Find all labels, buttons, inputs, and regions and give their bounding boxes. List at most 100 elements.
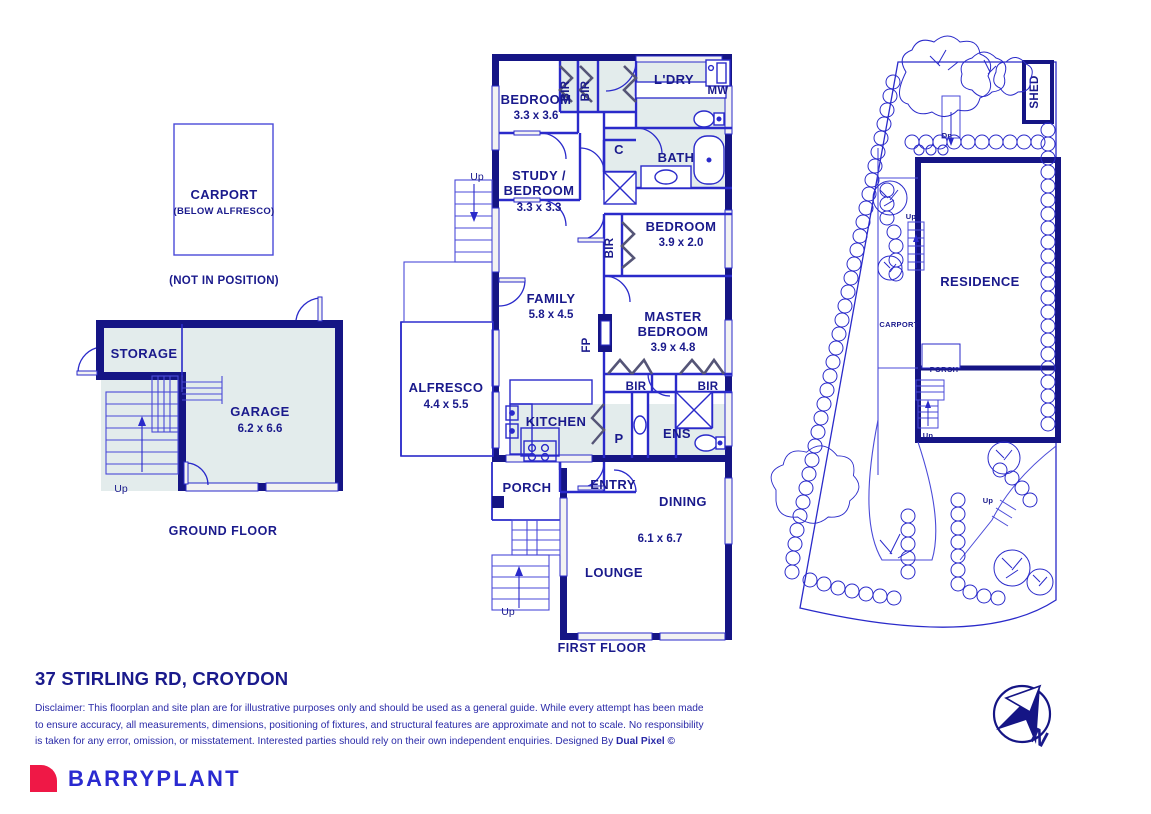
kitchen-fixtures <box>505 379 593 462</box>
first-floor-plan: Up Up <box>400 54 733 655</box>
ground-stair-top-flight <box>182 376 223 404</box>
master-label-2: BEDROOM <box>638 324 709 339</box>
site-path-right <box>959 445 1057 561</box>
bir-label-5: BIR <box>698 381 719 393</box>
site-up-label-3: Up <box>983 496 994 505</box>
bedroom3-label: BEDROOM <box>646 219 717 234</box>
garage-label: GARAGE <box>230 404 289 419</box>
garage-dim: 6.2 x 6.6 <box>238 423 283 435</box>
alfresco-dim: 4.4 x 5.5 <box>424 399 469 411</box>
disclaimer-text: Disclaimer: This floorplan and site plan… <box>35 701 707 751</box>
storage-fill <box>101 324 181 376</box>
hedge-rows <box>784 74 1056 606</box>
first-floor-up-label-2: Up <box>501 606 515 618</box>
lounge-label: LOUNGE <box>585 565 643 580</box>
bath-label: BATH <box>658 150 695 165</box>
door-leaves <box>498 130 605 491</box>
study-label-2: BEDROOM <box>504 183 575 198</box>
carport-outline <box>173 123 274 256</box>
microwave-fixture <box>705 59 731 87</box>
carport-sub: (BELOW ALFRESCO) <box>173 206 274 217</box>
kitchen-label: KITCHEN <box>526 414 587 429</box>
designer-credit: Dual Pixel © <box>616 736 676 747</box>
bir-label-1: BIR <box>560 80 572 101</box>
shed-label: SHED <box>1029 75 1041 108</box>
residence-label: RESIDENCE <box>940 274 1019 289</box>
site-down-path <box>941 95 961 146</box>
garage-walls <box>96 320 343 491</box>
porch-label: PORCH <box>503 480 552 495</box>
master-dim: 3.9 x 4.8 <box>651 342 696 354</box>
pantry-door <box>590 403 606 445</box>
first-floor-stairs-upper <box>403 179 493 323</box>
master-label-1: MASTER <box>644 309 702 324</box>
property-address: 37 STIRLING RD, CROYDON <box>35 668 289 689</box>
bath-fixtures <box>603 110 725 205</box>
site-plan: RESIDENCE PORCH SHED CARPORT <box>770 35 1061 628</box>
porch-post <box>492 496 504 508</box>
site-porch-label: PORCH <box>930 365 959 374</box>
bir-doors <box>558 65 638 269</box>
bir-label-2: BIR <box>580 80 592 101</box>
storage-door <box>76 347 98 376</box>
bedroom3-dim: 3.9 x 2.0 <box>659 237 704 249</box>
barryplant-logo: BARRYPLANT <box>30 765 241 792</box>
bedroom1-dim: 3.3 x 3.6 <box>514 110 559 122</box>
carport-label: CARPORT <box>190 187 257 202</box>
door-arcs <box>498 60 671 493</box>
first-floor-title: FIRST FLOOR <box>558 641 647 655</box>
study-label-1: STUDY / <box>512 168 566 183</box>
garage-side-door <box>295 296 323 322</box>
microwave-label: MW <box>707 85 728 97</box>
residence-outline <box>915 157 1061 443</box>
driveway <box>868 419 937 561</box>
fireplace <box>598 314 612 352</box>
barryplant-wordmark: BARRYPLANT <box>68 765 241 791</box>
disclaimer-line-1: Disclaimer: This floorplan and site plan… <box>35 703 704 731</box>
bir-label-3: BIR <box>604 237 616 258</box>
bedroom1-label: BEDROOM <box>501 92 572 107</box>
disclaimer-line-2: ensure accuracy, all measurements, dimen… <box>35 719 704 748</box>
ground-floor-plan: CARPORT (BELOW ALFRESCO) (NOT IN POSITIO… <box>76 123 343 538</box>
alfresco-label: ALFRESCO <box>409 380 484 395</box>
fireplace-label: FP <box>581 337 593 352</box>
shed-outline <box>1022 60 1054 124</box>
trees <box>770 35 1054 596</box>
site-stairs-up-1 <box>907 221 925 271</box>
compass-rose: N <box>992 684 1052 752</box>
dining-dim: 6.1 x 6.7 <box>638 533 683 545</box>
dining-label: DINING <box>659 494 707 509</box>
site-down-label: Dn <box>942 131 953 140</box>
closet-label: C <box>614 142 624 157</box>
family-dim: 5.8 x 4.5 <box>529 309 574 321</box>
storage-label: STORAGE <box>111 346 178 361</box>
laundry-label: L'DRY <box>654 72 694 87</box>
laundry-bench <box>635 81 727 99</box>
entry-label: ENTRY <box>590 477 636 492</box>
pantry-label: P <box>614 431 623 446</box>
first-floor-up-label-1: Up <box>470 171 484 183</box>
site-carport-label: CARPORT <box>879 320 918 329</box>
ground-floor-stairs <box>105 375 183 475</box>
barryplant-mark-icon <box>30 765 57 792</box>
carport-note: (NOT IN POSITION) <box>169 275 279 287</box>
footer: 37 STIRLING RD, CROYDON Disclaimer: This… <box>35 668 735 751</box>
porch-area <box>921 343 961 369</box>
study-dim: 3.3 x 3.3 <box>517 202 562 214</box>
ground-floor-title: GROUND FLOOR <box>169 524 278 538</box>
ens-fixtures <box>633 391 726 452</box>
first-floor-stairs-lower <box>491 519 561 611</box>
master-bir-doors <box>607 357 726 375</box>
ground-stair-up-label: Up <box>114 483 128 495</box>
site-up-label-2: Up <box>923 431 934 440</box>
windows <box>491 55 733 641</box>
site-stairs-porch <box>915 379 945 429</box>
garage-internal-door <box>183 461 209 486</box>
garage-door <box>185 482 339 492</box>
ens-label: ENS <box>663 426 691 441</box>
bir-label-4: BIR <box>626 381 647 393</box>
disclaimer-line-3: taken for any error, omission, or missta… <box>45 736 617 747</box>
family-label: FAMILY <box>527 291 576 306</box>
